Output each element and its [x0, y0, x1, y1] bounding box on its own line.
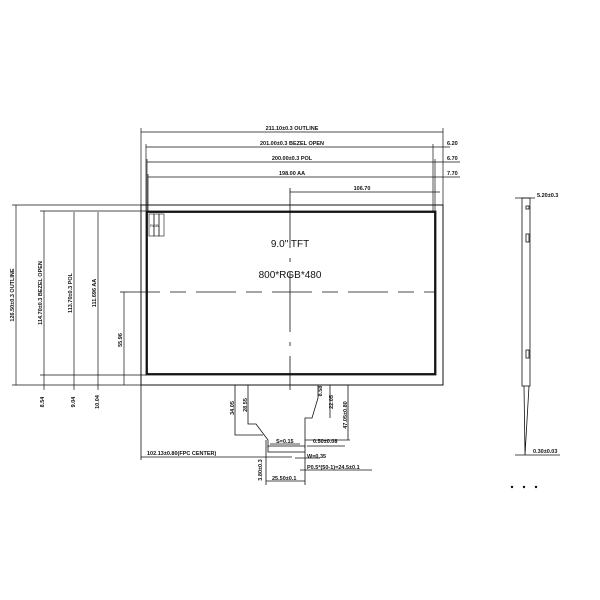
dim-fpc-thickness: 0.30±0.03 — [533, 449, 557, 455]
dim-center-y: 55.96 — [118, 333, 124, 347]
side-view — [515, 197, 560, 456]
dim-aa-bottom: 10.04 — [95, 394, 101, 409]
dim-aa-width: 198.00 AA — [279, 171, 305, 177]
panel-resolution: 800*RGB*480 — [259, 270, 322, 281]
dim-fpc-d2: 28.55 — [243, 398, 249, 412]
dim-fpc-d4: 22.05 — [329, 395, 335, 409]
panel-size: 9.0" TFT — [271, 239, 309, 250]
dim-aa-offset: 7.70 — [447, 171, 458, 177]
dim-bezel-bottom: 8.54 — [40, 396, 46, 408]
dim-fpc-width: 25.50±0.1 — [272, 476, 296, 482]
dim-fpc-d1: 34.05 — [230, 401, 236, 415]
dim-fpc-height: 3.80±0.3 — [258, 459, 264, 480]
dim-side-thickness: 5.20±0.3 — [537, 193, 558, 199]
dots — [510, 485, 538, 489]
rgb-label: RGB — [150, 223, 159, 228]
dim-pol-bottom: 9.04 — [71, 396, 77, 408]
left-dimension-lines — [12, 204, 146, 390]
dim-fpc-pitch: P0.5*(50-1)=24.5±0.1 — [307, 465, 360, 471]
dim-pol-height: 113.70±0.3 POL — [68, 272, 74, 313]
dim-fpc-pin: 0.50±0.08 — [313, 439, 337, 445]
active-area — [146, 211, 436, 375]
dim-bezel-width: 201.00±0.3 BEZEL OPEN — [260, 141, 324, 147]
dim-fpc-d3: 8.58 — [318, 386, 324, 397]
top-dimension-lines — [140, 128, 460, 212]
dim-aa-height: 111.696 AA — [92, 279, 98, 308]
dim-center-x: 106.70 — [354, 186, 371, 192]
dim-outline-height: 126.50±0.3 OUTLINE — [10, 268, 16, 321]
dim-pol-width: 200.00±0.3 POL — [272, 156, 313, 162]
bezel-open — [145, 210, 437, 376]
dim-fpc-d5: 47.05±0.80 — [343, 401, 349, 429]
fpc-contact-pads — [267, 445, 306, 453]
dim-pol-offset: 6.70 — [447, 156, 458, 162]
dim-fpc-s: S=0.15 — [276, 439, 294, 445]
dim-fpc-w: W=0.35 — [307, 454, 326, 460]
dim-bezel-offset: 6.20 — [447, 141, 458, 147]
dim-outline-width: 211.10±0.3 OUTLINE — [266, 126, 319, 132]
dim-bezel-height: 114.70±0.3 BEZEL OPEN — [38, 261, 44, 325]
pixel-subcell-b — [158, 213, 165, 237]
panel-outline — [140, 204, 444, 386]
fpc — [140, 385, 372, 485]
dim-fpc-center: 102.13±0.80(FPC CENTER) — [147, 451, 217, 457]
